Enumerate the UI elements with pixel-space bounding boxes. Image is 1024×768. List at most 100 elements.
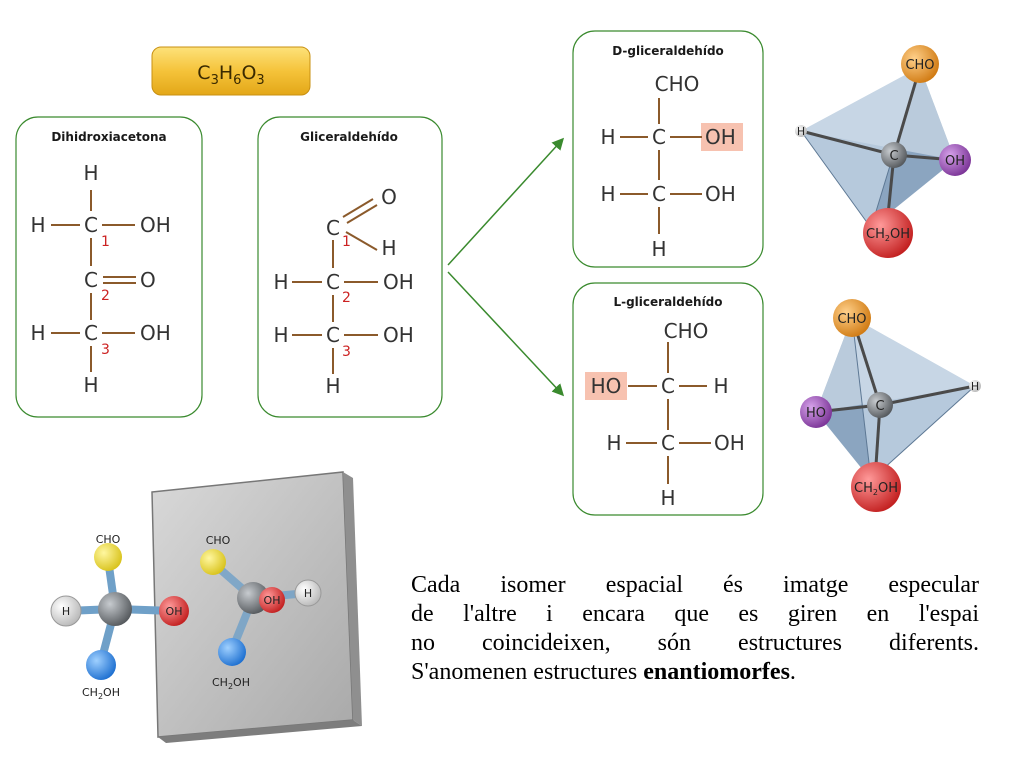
atom-h: H [83,161,98,185]
atom-h: H [273,323,288,347]
arrow-to-d [447,137,565,266]
atom-oh: OH [705,182,736,206]
box-title-l-gliceraldehido: L-gliceraldehído [613,295,722,309]
formula-badge: C3H6O3 [151,46,311,96]
atom-h: H [62,605,70,618]
atom-cho: CHO [837,312,866,327]
atom-ho: HO [591,374,622,398]
atom-c: C [84,268,98,292]
cho-sphere [901,45,939,83]
box-title-d-gliceraldehido: D-gliceraldehído [612,44,724,58]
box-title-dihidroxiacetona: Dihidroxiacetona [51,130,166,144]
mirror-illustration: CHO H OH CH2OH CHO H OH CH2OH [50,471,362,743]
h-sphere [294,579,322,607]
atom-cho: CHO [905,58,934,73]
carbon-number: 2 [342,290,351,306]
atom-h: H [600,182,615,206]
atom-c: C [875,399,884,414]
atom-h: H [797,125,805,138]
atom-oh: OH [166,605,183,618]
caption-suffix: . [789,659,796,685]
atom-cho: CHO [664,319,709,343]
atom-o: O [381,185,397,209]
carbon-number: 3 [101,342,110,358]
atom-oh: OH [383,270,414,294]
atom-c: C [661,374,675,398]
atom-oh: OH [705,125,736,149]
oh-sphere [259,587,285,613]
oh-sphere [800,396,832,428]
h-sphere [50,595,82,627]
carbon-sphere [867,392,893,418]
caption-line: S'anomenen estructures enantiomorfes. [411,658,979,687]
formula-text: C3H6O3 [197,62,264,88]
atom-c: C [326,323,340,347]
carbon-number: 2 [101,288,110,304]
atom-ch2oh: CH2OH [212,676,250,691]
atom-ho: HO [806,406,826,421]
atom-c: C [84,213,98,237]
atom-cho: CHO [655,72,700,96]
atom-h: H [606,431,621,455]
h-sphere [969,380,981,392]
carbon-number: 3 [342,344,351,360]
oh-sphere [939,144,971,176]
atom-c: C [326,270,340,294]
carbon-sphere [98,592,132,626]
enantiomorfes-term: enantiomorfes [643,659,790,685]
carbon-number: 1 [342,234,351,250]
d-gliceraldehido-box: D-gliceraldehído CHO H C OH H C OH H [572,30,764,268]
atom-h: H [651,237,666,261]
atom-oh: OH [140,321,171,345]
atom-h: H [971,380,979,393]
highlight-oh [701,123,743,151]
atom-cho: CHO [96,533,121,546]
oh-sphere [159,596,189,626]
atom-c: C [652,125,666,149]
atom-oh: OH [264,594,281,607]
atom-h: H [304,587,312,600]
atom-ch2oh: CH2OH [854,481,898,497]
atom-h: H [30,213,45,237]
tetrahedron-d-model: C CHO H OH CH2OH [795,45,971,258]
carbon-number: 1 [101,234,110,250]
atom-c: C [661,431,675,455]
atom-c: C [889,149,898,164]
atom-h: H [273,270,288,294]
atom-ch2oh: CH2OH [866,227,910,243]
highlight-ho [585,372,627,400]
box-title-gliceraldehido: Gliceraldehído [300,130,398,144]
atom-oh: OH [383,323,414,347]
atom-h: H [381,236,396,260]
atom-h: H [713,374,728,398]
atom-oh: OH [714,431,745,455]
atom-oh: OH [945,154,965,169]
atom-h: H [83,373,98,397]
cho-sphere [833,299,871,337]
ch2oh-sphere [218,638,246,666]
ch2oh-sphere [86,650,116,680]
gliceraldehido-box: Gliceraldehído O C 1 H H C 2 OH H C 3 OH… [257,116,443,418]
ch2oh-sphere [863,208,913,258]
tetrahedron-l-model: C CHO H HO CH2OH [800,299,981,512]
atom-oh: OH [140,213,171,237]
atom-c: C [652,182,666,206]
atom-h: H [600,125,615,149]
atom-cho: CHO [206,534,231,547]
caption-line: Cada isomer espacial és imatge especular [411,572,979,598]
ch2oh-sphere [851,462,901,512]
carbon-sphere [881,142,907,168]
atom-h: H [325,374,340,398]
h-sphere [795,125,807,137]
l-gliceraldehido-box: L-gliceraldehído CHO HO C H H C OH H [572,282,764,516]
arrow-to-l [447,271,565,397]
atom-c: C [326,216,340,240]
cho-sphere [94,543,122,571]
atom-h: H [30,321,45,345]
atom-c: C [84,321,98,345]
caption-line: de l'altre i encara que es giren en l'es… [411,601,979,627]
dihidroxiacetona-box: Dihidroxiacetona H H C 1 OH C 2 O H C 3 … [15,116,203,418]
atom-ch2oh: CH2OH [82,686,120,701]
caption-text: Cada isomer espacial és imatge especular… [411,571,979,687]
atom-o: O [140,268,156,292]
